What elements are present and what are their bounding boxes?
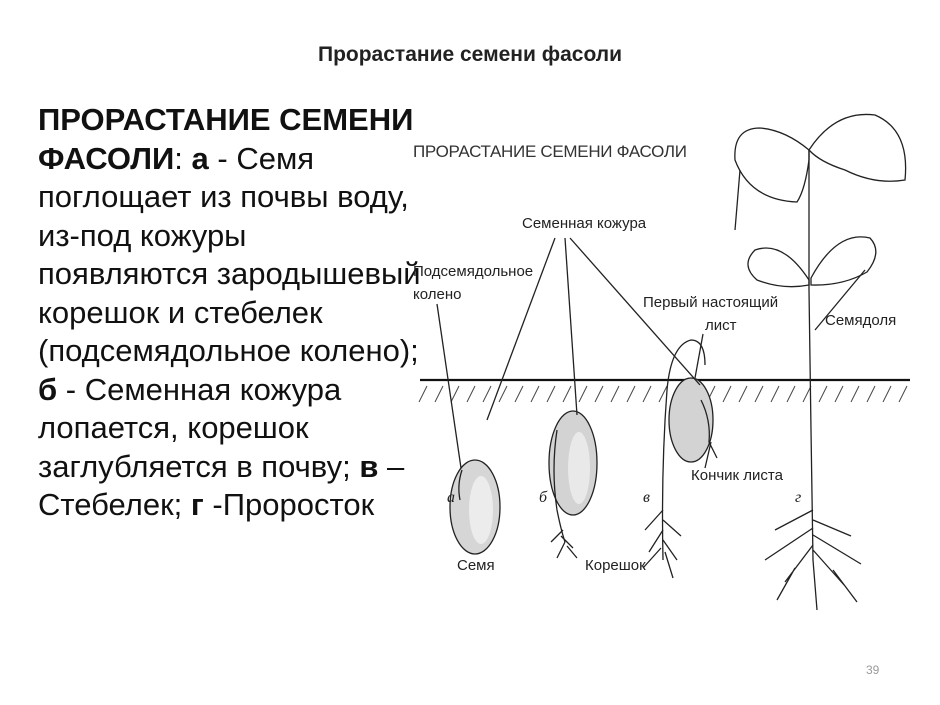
- soil: [418, 378, 910, 403]
- germination-diagram: ПРОРАСТАНИЕ СЕМЕНИ ФАСОЛИ а: [413, 113, 910, 611]
- stage-a-text: - Семя поглощает из почвы воду, из-под к…: [38, 140, 421, 369]
- stage-a-label: а: [447, 489, 455, 506]
- slide-title: Прорастание семени фасоли: [317, 43, 623, 66]
- stage-b-seed: [548, 410, 598, 559]
- stage-a-seed: [449, 459, 501, 555]
- stage-g-seedling: [734, 113, 907, 611]
- diagram-title: ПРОРАСТАНИЕ СЕМЕНИ ФАСОЛИ: [413, 142, 687, 161]
- label-first-leaf-line2: лист: [705, 317, 737, 334]
- label-first-leaf-line1: Первый настоящий: [643, 294, 778, 311]
- stage-v-seedling: [642, 339, 718, 579]
- stage-v-letter: в: [359, 448, 379, 484]
- label-leaf-tip: Кончик листа: [691, 467, 784, 484]
- leader-lines: [436, 169, 866, 469]
- page-number: 39: [866, 663, 880, 677]
- stage-b-text: - Семенная кожура лопается, корешок загл…: [38, 371, 360, 484]
- body-heading: ПРОРАСТАНИЕ СЕМЕНИ ФАСОЛИ: [38, 102, 414, 176]
- label-hypocotyl-line1: Подсемядольное: [413, 263, 533, 280]
- label-cotyledon: Семядоля: [825, 312, 896, 329]
- stage-a-letter: а: [191, 140, 209, 176]
- stage-g-label: г: [795, 489, 801, 506]
- label-root: Корешок: [585, 557, 646, 574]
- label-seed: Семя: [457, 557, 495, 574]
- body-sep: :: [174, 140, 192, 176]
- label-hypocotyl-line2: колено: [413, 286, 461, 303]
- stage-b-letter: б: [38, 371, 58, 407]
- label-seed-coat: Семенная кожура: [522, 215, 647, 232]
- stage-g-letter: г: [190, 487, 204, 522]
- body-text: ПРОРАСТАНИЕ СЕМЕНИ ФАСОЛИ: а - Семя погл…: [38, 101, 423, 525]
- stage-v-text: – Стебелек;: [38, 448, 405, 523]
- stage-b-label: б: [539, 489, 548, 506]
- stage-g-text: -Проросток: [203, 487, 375, 522]
- stage-v-label: в: [643, 489, 650, 506]
